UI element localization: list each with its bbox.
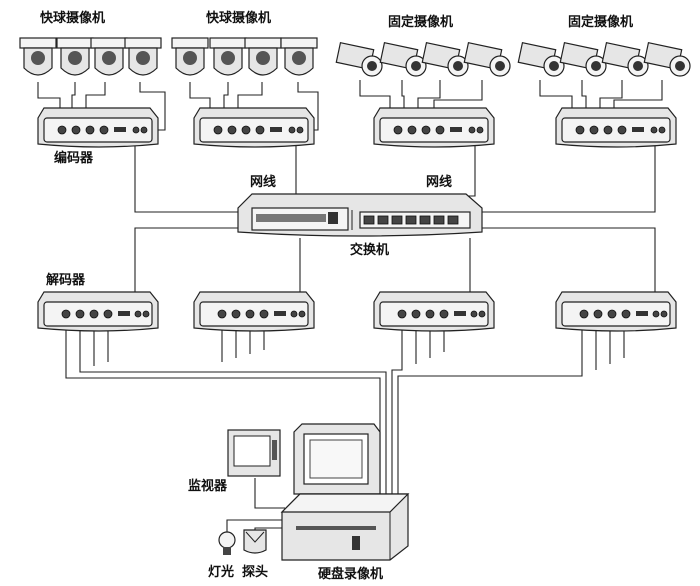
dome-camera-icon: [19, 37, 57, 76]
label-network-right: 网线: [426, 174, 452, 190]
monitor-icon: [227, 429, 281, 477]
computer-icon: [293, 423, 381, 495]
box-camera-icon: [379, 41, 427, 77]
dome-camera-icon: [209, 37, 247, 76]
codec-box-icon: [555, 291, 677, 332]
box-camera-icon: [517, 41, 565, 77]
dome-camera-group-left: [19, 37, 162, 76]
label-switch: 交换机: [350, 242, 389, 258]
switch-led-strip: [256, 212, 338, 224]
codec-box-icon: [193, 291, 315, 332]
dome-camera-icon: [124, 37, 162, 76]
network-switch-icon: [237, 193, 483, 237]
dome-camera-group-right: [171, 37, 318, 76]
fixed-camera-group-right: [517, 41, 691, 77]
label-fixed-left: 固定摄像机: [388, 14, 453, 30]
dvr-box: [280, 493, 410, 561]
labels: 快球摄像机 快球摄像机 固定摄像机 固定摄像机 编码器 网线 网线 交换机 解码…: [40, 10, 633, 582]
label-fixed-right: 固定摄像机: [568, 14, 633, 30]
light-bulb-icon: [218, 531, 236, 555]
decoder-row: [37, 291, 677, 332]
label-decoder: 解码器: [45, 272, 86, 288]
sensor-probe-icon: [243, 529, 267, 554]
label-monitor: 监视器: [188, 478, 228, 494]
dome-camera-icon: [171, 37, 209, 76]
box-camera-icon: [335, 41, 383, 77]
box-camera-icon: [421, 41, 469, 77]
label-lamp: 灯光: [208, 564, 234, 580]
box-camera-icon: [559, 41, 607, 77]
label-network-left: 网线: [250, 174, 276, 190]
codec-box-icon: [193, 107, 315, 148]
codec-box-icon: [37, 107, 159, 148]
fixed-camera-group-left: [335, 41, 511, 77]
codec-box-icon: [373, 291, 495, 332]
dome-camera-icon: [280, 37, 318, 76]
encoder-row: [37, 107, 677, 148]
codec-box-icon: [37, 291, 159, 332]
label-speed-dome-left: 快球摄像机: [40, 10, 105, 26]
dome-camera-icon: [244, 37, 282, 76]
label-dvr: 硬盘录像机: [318, 566, 383, 582]
codec-box-icon: [555, 107, 677, 148]
codec-box-icon: [373, 107, 495, 148]
box-camera-icon: [601, 41, 649, 77]
dome-camera-icon: [90, 37, 128, 76]
label-probe: 探头: [242, 564, 268, 580]
dome-camera-icon: [56, 37, 94, 76]
label-speed-dome-right: 快球摄像机: [206, 10, 271, 26]
box-camera-icon: [643, 41, 691, 77]
box-camera-icon: [463, 41, 511, 77]
label-encoder: 编码器: [54, 150, 94, 166]
